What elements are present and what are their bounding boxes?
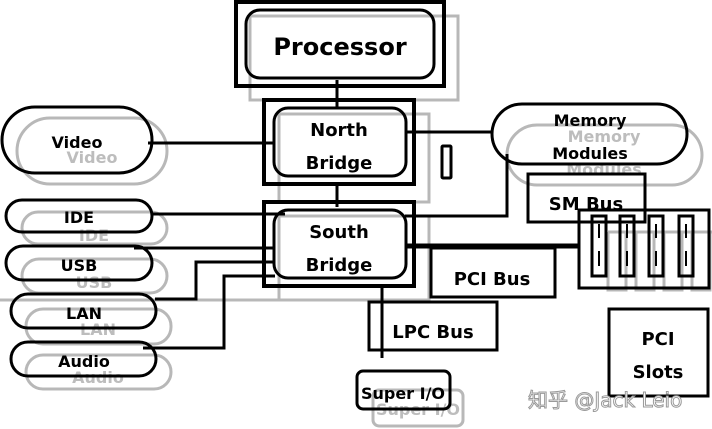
lpc-bus-label: LPC Bus: [392, 322, 473, 343]
pci-slot-4: [677, 214, 695, 278]
memory-label-1: Memory: [554, 111, 627, 130]
pci-slot-3: [647, 214, 665, 278]
pci-slot-2: [618, 214, 636, 278]
pci-slots-label-1: PCI: [641, 329, 674, 350]
north-bridge-label-1: North: [310, 120, 368, 141]
memory-modules-node[interactable]: Memory Modules: [490, 102, 689, 166]
audio-node[interactable]: Audio: [9, 340, 158, 378]
processor-label: Processor: [273, 33, 406, 61]
audio-ghost: [24, 353, 173, 391]
connectors: [134, 80, 578, 358]
south-bridge-label-2: Bridge: [306, 255, 373, 276]
south-bridge-node[interactable]: South Bridge: [262, 200, 416, 288]
ide-ghost-label: IDE: [79, 226, 109, 245]
sm-bus-label: SM Bus: [549, 194, 623, 215]
lpc-bus-node[interactable]: LPC Bus: [367, 300, 499, 358]
usb-label: USB: [61, 256, 98, 275]
small-connector-icon: [440, 144, 453, 180]
super-io-label: Super I/O: [361, 384, 445, 403]
edge-sm-bus: [405, 154, 509, 218]
video-ghost: [15, 116, 169, 186]
video-node[interactable]: Video: [0, 105, 154, 175]
lan-node[interactable]: LAN: [9, 292, 158, 330]
edge-audio: [143, 274, 275, 350]
north-bridge-label-2: Bridge: [306, 153, 373, 174]
usb-ghost-label: USB: [76, 273, 113, 292]
ide-ghost: [20, 210, 169, 246]
memory-label-2: Modules: [552, 144, 628, 163]
video-ghost-label: Video: [67, 148, 118, 167]
pci-slots-node[interactable]: PCI Slots: [607, 307, 710, 398]
pci-slot-bank[interactable]: [577, 208, 711, 290]
audio-label: Audio: [58, 352, 110, 371]
video-label: Video: [52, 133, 103, 152]
super-io-node[interactable]: Super I/O: [355, 369, 452, 411]
pci-slot-1: [590, 214, 608, 278]
edge-lan: [155, 260, 275, 301]
lan-label: LAN: [66, 304, 102, 323]
ide-label: IDE: [64, 208, 94, 227]
usb-node[interactable]: USB: [4, 244, 154, 282]
pci-slots-ghost: [606, 230, 712, 292]
watermark: 知乎 @Jack Leio: [528, 388, 682, 412]
south-bridge-label-1: South: [309, 222, 369, 243]
ide-node[interactable]: IDE: [4, 198, 154, 234]
pci-bus-label: PCI Bus: [454, 269, 531, 290]
processor-node[interactable]: Processor: [234, 0, 446, 88]
pci-slots-label-2: Slots: [633, 362, 684, 383]
north-bridge-node[interactable]: North Bridge: [262, 98, 416, 186]
memory-ghost-label-1: Memory: [568, 127, 641, 146]
pci-bus-node[interactable]: PCI Bus: [429, 246, 557, 299]
